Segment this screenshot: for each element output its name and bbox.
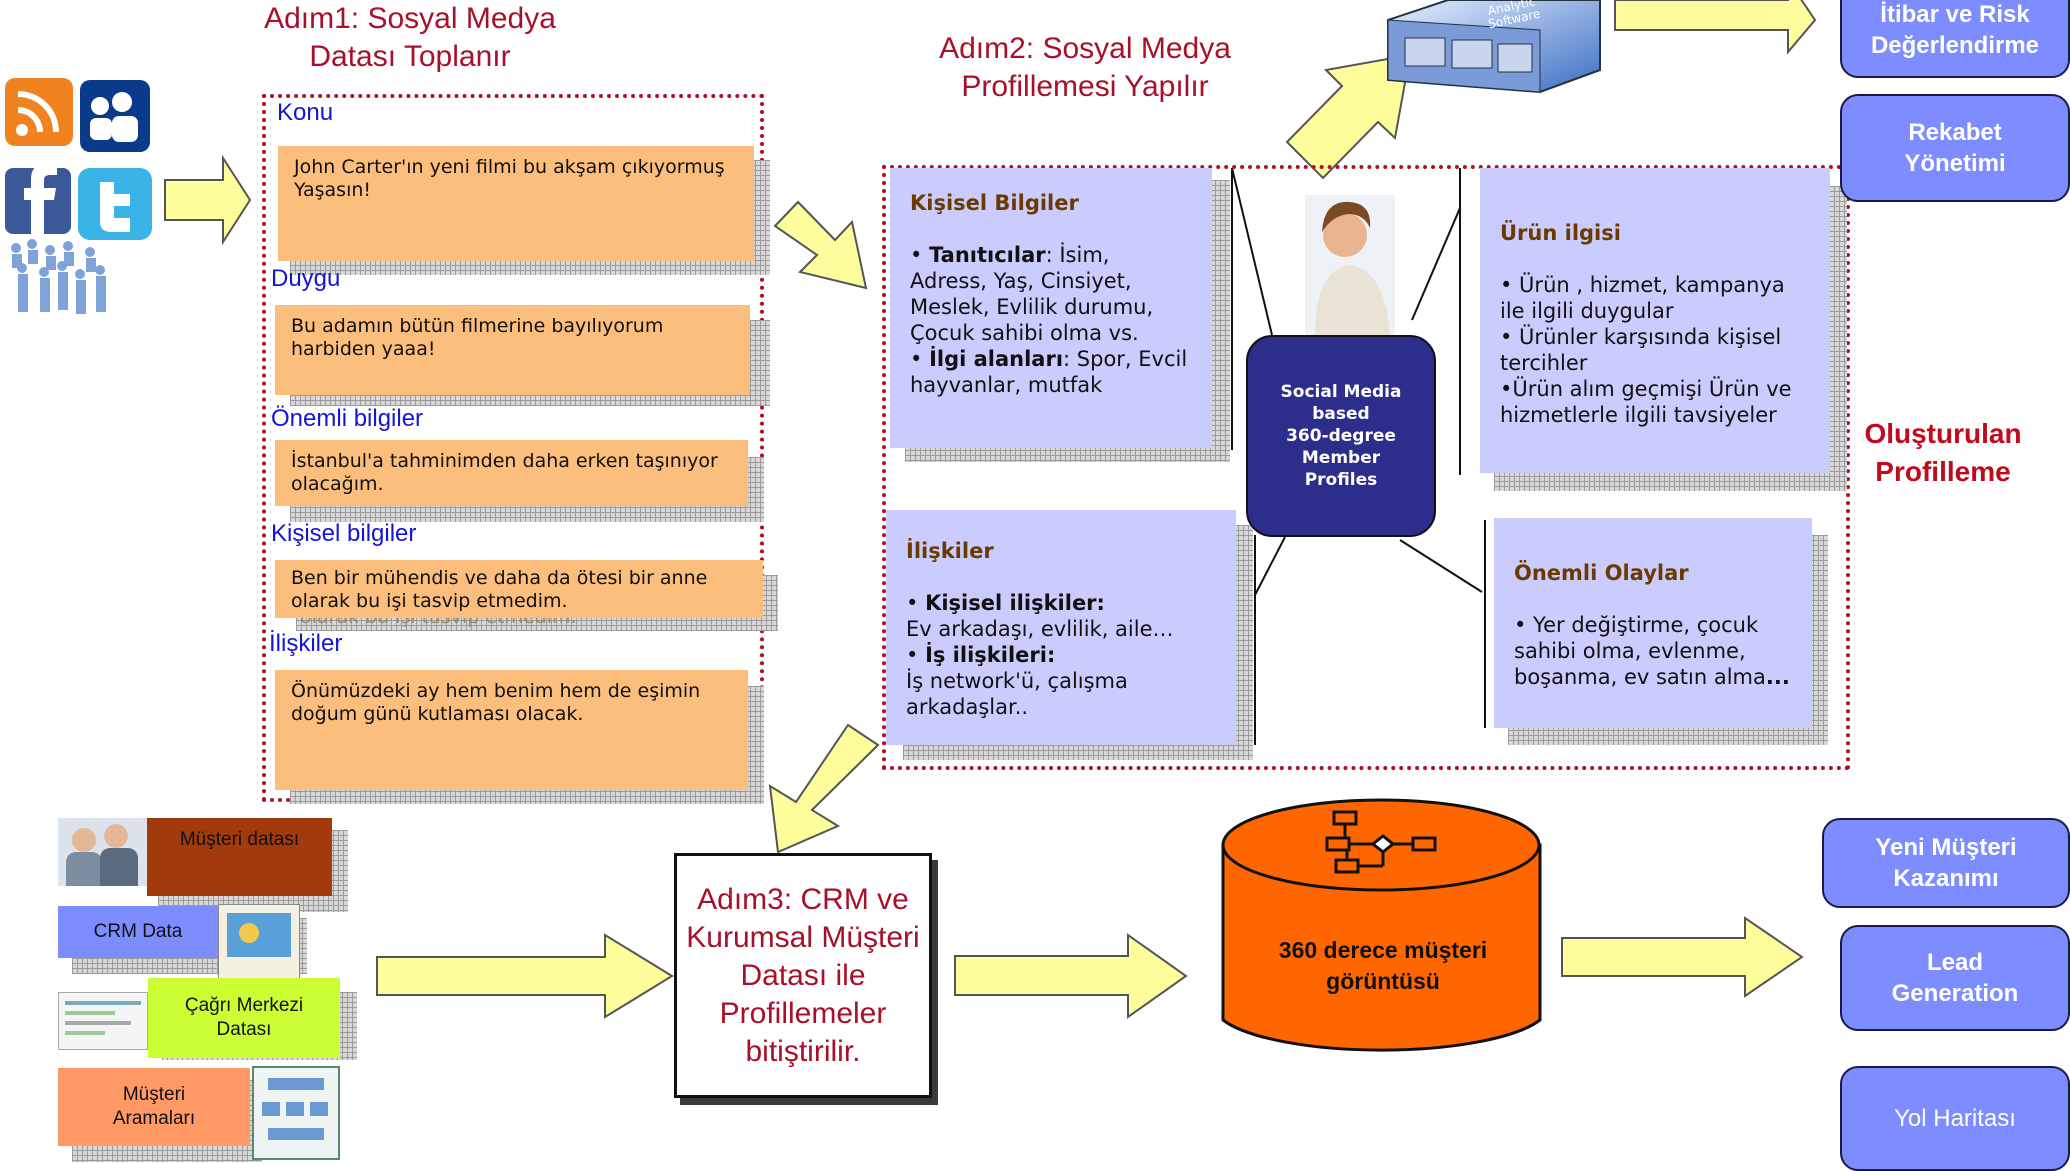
topic-note-duygu: Bu adamın bütün filmerine bayılıyorum ha… — [275, 305, 750, 395]
profile-box-events: Önemli Olaylar • Yer değiştirme, çocuk s… — [1494, 518, 1812, 728]
source-customer-data: Müşteri datası — [147, 818, 332, 896]
arrow-software-to-outputs — [1614, 0, 1817, 55]
myspace-icon — [80, 80, 150, 152]
profile-box-title: Önemli Olaylar — [1514, 561, 1689, 585]
topic-note-kisisel: Ben bir mühendis ve daha da ötesi bir an… — [275, 560, 763, 618]
profile-box-title: Kişisel Bilgiler — [910, 191, 1079, 215]
step2-panel — [882, 165, 1850, 770]
source-crm-data: CRM Data — [58, 906, 218, 958]
output-roadmap[interactable]: Yol Haritası — [1840, 1066, 2070, 1171]
profile-box-title: Ürün ilgisi — [1500, 221, 1621, 245]
callcenter-photo — [58, 818, 150, 886]
callcenter-report-image — [58, 992, 148, 1050]
step3-box: Adım3: CRM ve Kurumsal Müşteri Datası il… — [674, 853, 932, 1098]
topic-label-iliskiler: İlişkiler — [269, 630, 343, 657]
arrow-social-to-step1 — [164, 154, 252, 246]
events-text: • Yer değiştirme, çocuk sahibi olma, evl… — [1514, 613, 1790, 689]
source-callcenter-data: Çağrı Merkezi Datası — [148, 978, 340, 1058]
profile-box-personal: Kişisel Bilgiler • Tanıtıcılar: İsim, Ad… — [890, 168, 1212, 448]
profile-box-title: İlişkiler — [906, 539, 994, 563]
product-interest-text: • Ürün , hizmet, kampanya ile ilgili duy… — [1500, 273, 1792, 427]
output-competition[interactable]: Rekabet Yönetimi — [1840, 94, 2070, 202]
network-icon — [1325, 810, 1437, 874]
output-new-customer[interactable]: Yeni Müşteri Kazanımı — [1822, 818, 2070, 908]
center-profile-node: Social Media based 360-degree Member Pro… — [1246, 335, 1436, 537]
software-cube-image — [1387, 0, 1601, 94]
topic-label-konu: Konu — [277, 99, 334, 126]
arrow-profiles-to-step3 — [768, 723, 880, 854]
result-profile-label: Oluşturulan Profilleme — [1864, 418, 2022, 487]
profile-box-relations: İlişkiler • Kişisel ilişkiler: Ev arkada… — [886, 510, 1236, 745]
step1-title: Adım1: Sosyal Medya Datası Toplanır — [264, 2, 556, 73]
arrow-step1-to-step2 — [773, 200, 868, 290]
database-label: 360 derece müşteri görüntüsü — [1278, 937, 1488, 994]
source-customer-calls: Müşteri Aramaları — [58, 1068, 250, 1146]
crowd-icon — [11, 239, 106, 314]
arrow-step3-to-db — [954, 933, 1188, 1019]
topic-note-onemli: İstanbul'a tahminimden daha erken taşını… — [275, 440, 748, 506]
profile-box-product: Ürün ilgisi • Ürün , hizmet, kampanya il… — [1480, 168, 1830, 473]
topic-note-konu: John Carter'ın yeni filmi bu akşam çıkıy… — [278, 146, 754, 261]
step2-title: Adım2: Sosyal Medya Profillemesi Yapılır — [939, 32, 1231, 103]
topic-label-kisisel: Kişisel bilgiler — [271, 520, 417, 547]
rss-icon — [5, 78, 73, 146]
profile-connectors — [1231, 167, 1486, 745]
personal-identifiers: • Tanıtıcılar: İsim, Adress, Yaş, Cinsiy… — [910, 243, 1154, 345]
topic-label-onemli: Önemli bilgiler — [271, 405, 424, 432]
personal-relations: • Kişisel ilişkiler: Ev arkadaşı, evlili… — [906, 591, 1174, 641]
arrow-db-to-outputs — [1561, 916, 1804, 998]
personal-interests: • İlgi alanları: Spor, Evcil hayvanlar, … — [910, 347, 1188, 397]
database-cylinder — [1221, 798, 1542, 1052]
social-icons — [5, 78, 152, 314]
business-relations: • İş ilişkileri: İş network'ü, çalışma a… — [906, 643, 1128, 719]
topic-label-duygu: Duygu — [271, 265, 341, 292]
crm-diagram-image — [252, 1066, 340, 1160]
output-reputation-risk[interactable]: İtibar ve Risk Değerlendirme — [1840, 0, 2070, 78]
output-lead-generation[interactable]: Lead Generation — [1840, 925, 2070, 1031]
crm-book-image — [218, 904, 300, 980]
topic-note-iliskiler: Önümüzdeki ay hem benim hem de eşimin do… — [275, 670, 748, 790]
person-photo — [1305, 195, 1395, 335]
arrow-sources-to-step3 — [376, 933, 674, 1019]
